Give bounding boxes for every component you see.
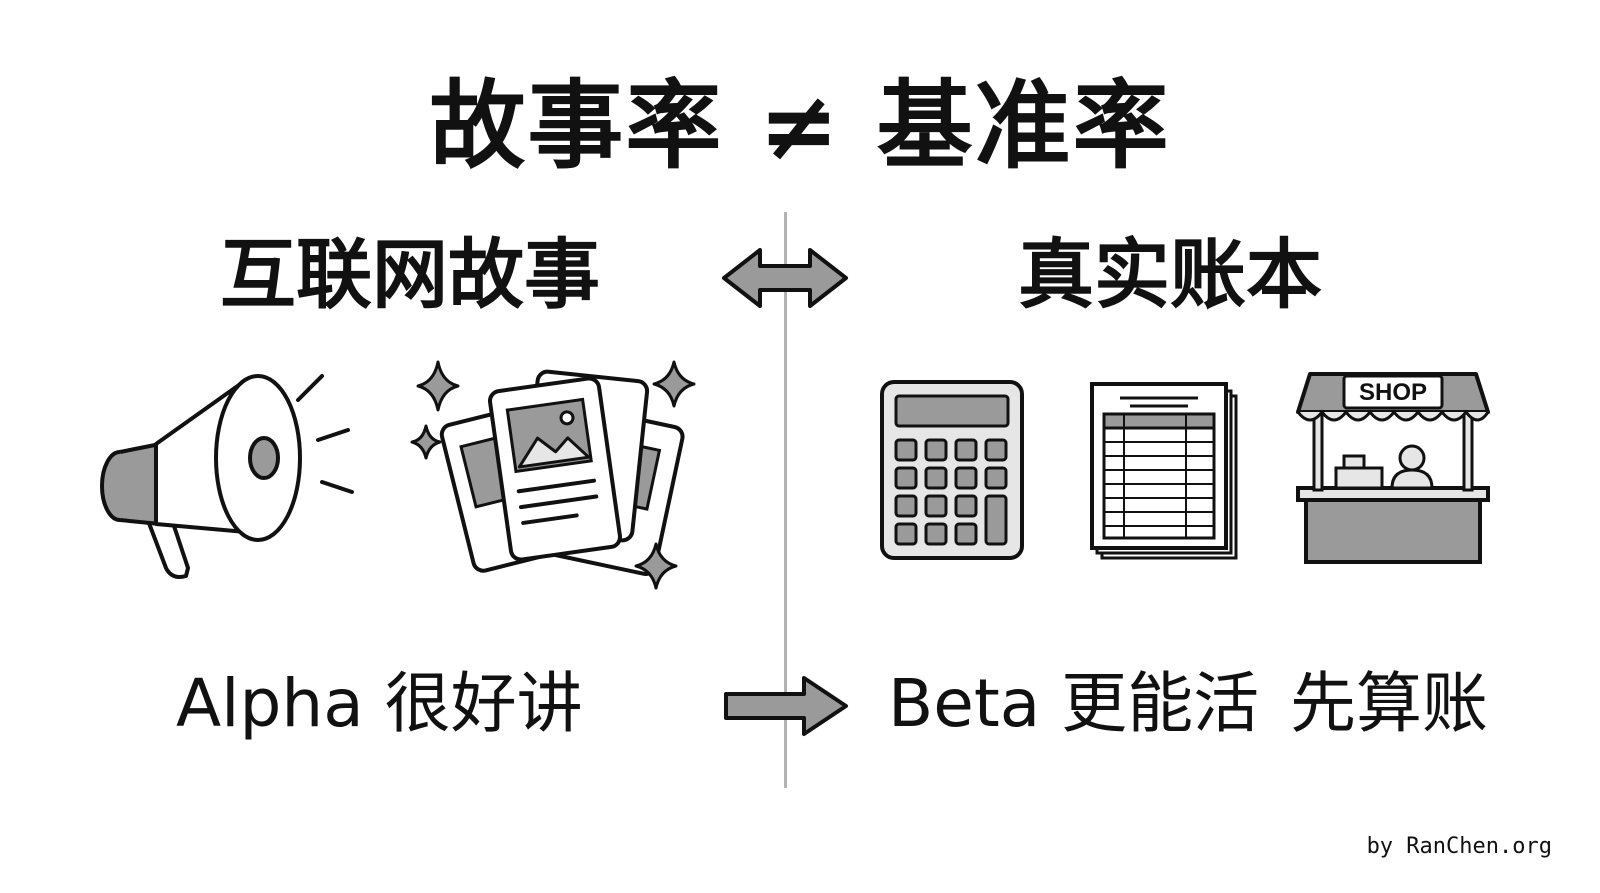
double-arrow-icon — [722, 248, 848, 308]
sparkle-icon — [410, 424, 442, 460]
shop-stall-icon — [1296, 372, 1490, 564]
megaphone-icon — [100, 374, 354, 579]
sparkle-icon — [416, 360, 460, 412]
credit-text: by RanChen.org — [1366, 834, 1552, 859]
left-heading: 互联网故事 — [220, 230, 600, 319]
right-arrow-icon — [724, 676, 848, 736]
left-caption: Alpha 很好讲 — [176, 665, 583, 742]
sparkle-icon — [634, 542, 678, 590]
calculator-icon — [880, 380, 1024, 560]
right-caption-primary: Beta 更能活 — [888, 665, 1260, 742]
photo-cards-icon — [410, 360, 696, 590]
page-title: 故事率 ≠ 基准率 — [429, 70, 1171, 182]
sparkle-icon — [652, 360, 696, 408]
center-divider — [784, 212, 787, 788]
right-heading: 真实账本 — [1018, 230, 1322, 319]
ledger-spreadsheet-icon — [1090, 382, 1238, 560]
right-caption-secondary: 先算账 — [1290, 665, 1488, 742]
shop-sign: SHOP — [1358, 379, 1427, 406]
